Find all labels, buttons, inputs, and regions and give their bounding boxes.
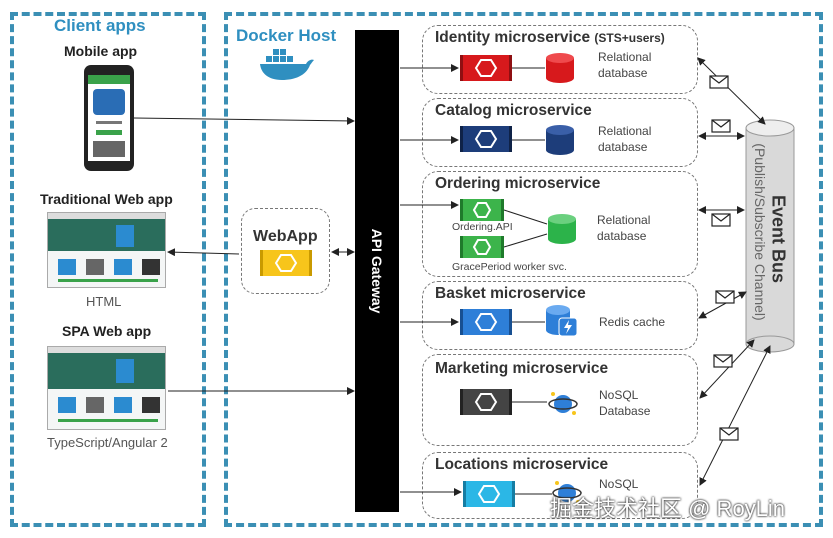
ordering-database-icon bbox=[548, 214, 576, 244]
locations-cosmosdb-icon bbox=[552, 481, 582, 504]
identity-db-line1: Relational bbox=[598, 50, 652, 64]
mobile-to-gateway-arrow bbox=[133, 116, 355, 125]
event-bus-cylinder bbox=[745, 119, 795, 353]
identity-service-box: Identity microservice (STS+users) bbox=[422, 25, 698, 94]
catalog-service-box: Catalog microservice bbox=[422, 98, 698, 167]
webapp-box bbox=[241, 208, 330, 294]
redis-cache-icon bbox=[546, 305, 578, 337]
api-gateway-bar bbox=[355, 30, 399, 512]
locations-service-box: Locations microservice bbox=[422, 452, 698, 519]
envelope-icon-5 bbox=[713, 354, 733, 368]
marketing-service-title: Marketing microservice bbox=[435, 360, 609, 377]
client-apps-panel bbox=[10, 12, 206, 527]
spa-app-screenshot bbox=[47, 346, 166, 430]
catalog-service-title: Catalog microservice bbox=[435, 102, 592, 119]
docker-host-panel bbox=[224, 12, 823, 527]
locations-to-bus-arrow bbox=[699, 345, 771, 486]
mobile-app-label: Mobile app bbox=[64, 43, 138, 59]
identity-to-bus-arrow bbox=[697, 57, 766, 125]
identity-service-title: Identity microservice bbox=[435, 29, 591, 46]
webapp-label: WebApp bbox=[253, 228, 318, 245]
watermark: 掘金技术社区 @ RoyLin bbox=[550, 496, 786, 521]
basket-service-title: Basket microservice bbox=[435, 285, 586, 302]
catalog-db-line1: Relational bbox=[598, 124, 652, 138]
catalog-container-icon bbox=[460, 126, 512, 152]
spa-app-label: SPA Web app bbox=[62, 323, 152, 339]
locations-container-icon bbox=[463, 481, 515, 507]
docker-whale-icon bbox=[260, 49, 314, 80]
identity-container-icon bbox=[460, 55, 512, 81]
identity-db-line2: database bbox=[598, 66, 648, 80]
catalog-database-icon bbox=[546, 125, 574, 155]
ordering-api-label: Ordering.API bbox=[452, 221, 513, 233]
ordering-worker-container-icon bbox=[460, 236, 504, 258]
envelope-icon-2 bbox=[711, 119, 731, 133]
marketing-to-bus-arrow bbox=[699, 339, 755, 399]
identity-service-suffix: (STS+users) bbox=[594, 31, 665, 45]
marketing-service-box: Marketing microservice bbox=[422, 354, 698, 446]
envelope-icon-6 bbox=[719, 427, 739, 441]
ordering-api-container-icon bbox=[460, 199, 504, 221]
basket-container-icon bbox=[460, 309, 512, 335]
envelope-icon-4 bbox=[715, 290, 735, 304]
web-app-caption: HTML bbox=[86, 294, 122, 309]
client-apps-title: Client apps bbox=[54, 16, 146, 35]
marketing-cosmosdb-icon bbox=[548, 392, 578, 415]
ordering-db-line2: database bbox=[597, 229, 647, 243]
ordering-service-box: Ordering microservice bbox=[422, 171, 698, 277]
identity-database-icon bbox=[546, 53, 574, 83]
web-to-webapp-arrow bbox=[167, 248, 240, 257]
envelope-icon-3 bbox=[711, 213, 731, 227]
docker-host-title: Docker Host bbox=[236, 26, 337, 45]
basket-to-bus-arrow bbox=[698, 291, 747, 319]
ordering-service-title: Ordering microservice bbox=[435, 175, 601, 192]
web-app-screenshot bbox=[47, 212, 166, 288]
marketing-db-line1: NoSQL bbox=[599, 388, 639, 402]
basket-service-box: Basket microservice bbox=[422, 281, 698, 350]
locations-db-line1: NoSQL bbox=[599, 477, 639, 491]
basket-db-line1: Redis cache bbox=[599, 315, 666, 329]
marketing-container-icon bbox=[460, 389, 512, 415]
ordering-worker-label: GracePeriod worker svc. bbox=[452, 261, 567, 273]
spa-app-caption: TypeScript/Angular 2 bbox=[47, 435, 168, 450]
marketing-db-line2: Database bbox=[599, 404, 651, 418]
webapp-container-icon bbox=[260, 250, 312, 276]
mobile-phone-image bbox=[84, 65, 134, 171]
locations-service-title: Locations microservice bbox=[435, 456, 609, 473]
catalog-db-line2: database bbox=[598, 140, 648, 154]
envelope-icon-1 bbox=[709, 75, 729, 89]
ordering-db-line1: Relational bbox=[597, 213, 651, 227]
web-app-label: Traditional Web app bbox=[40, 191, 173, 207]
